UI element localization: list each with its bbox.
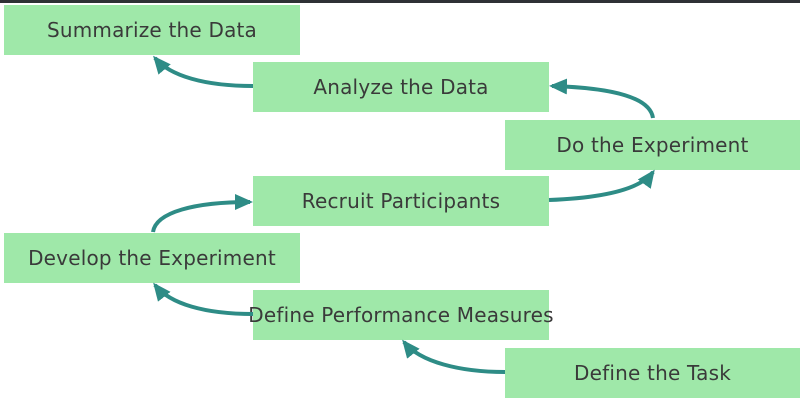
step-develop-the-experiment: Develop the Experiment [4,233,300,283]
top-border [0,0,800,3]
arrow-recruit-to-do [548,169,655,202]
step-do-the-experiment: Do the Experiment [505,120,800,170]
step-define-the-task: Define the Task [505,348,800,398]
arrow-do-to-analyze [549,78,655,119]
step-summarize-the-data: Summarize the Data [4,5,300,55]
arrow-analyze-to-summarize [153,55,254,88]
step-analyze-the-data: Analyze the Data [253,62,549,112]
arrow-task-to-measures [402,339,506,374]
step-recruit-participants: Recruit Participants [253,176,549,226]
arrow-develop-to-recruit [151,194,253,233]
arrow-measures-to-develop [153,282,254,316]
step-define-performance-measures: Define Performance Measures [248,290,554,340]
